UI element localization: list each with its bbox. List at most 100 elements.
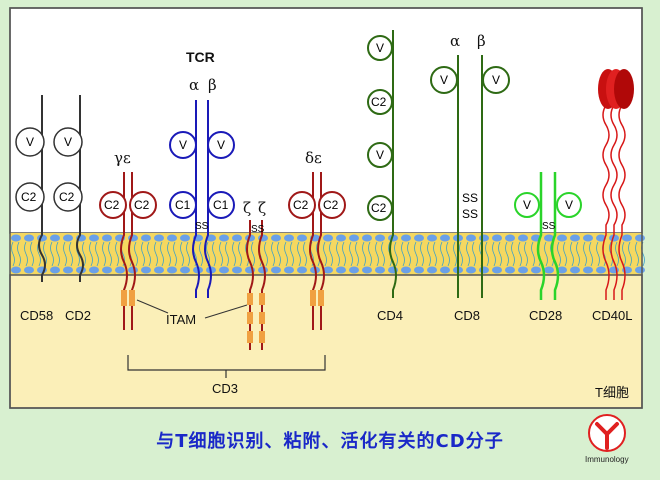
cd2-c2-label: C2 bbox=[59, 190, 75, 204]
cd28-molecule: V V SS bbox=[514, 172, 582, 300]
lipid-head bbox=[427, 234, 437, 242]
tcr-alpha-c1-domain bbox=[169, 191, 197, 219]
cd4-d4-label: C2 bbox=[371, 201, 387, 215]
lipid-head bbox=[596, 266, 606, 274]
epsilon-chain-2 bbox=[317, 172, 325, 330]
gamma-c2-label: C2 bbox=[104, 198, 120, 212]
cd2-v-domain bbox=[53, 127, 83, 157]
lipid-head bbox=[219, 266, 229, 274]
cd8-label: CD8 bbox=[454, 308, 480, 323]
lipid-head bbox=[297, 266, 307, 274]
lipid-head bbox=[583, 234, 593, 242]
lipid-head bbox=[102, 266, 112, 274]
tcr-beta-v-label: V bbox=[217, 138, 225, 152]
figure-caption: 与T细胞识别、粘附、活化有关的CD分子 bbox=[156, 431, 504, 452]
cd28-chain-2 bbox=[550, 172, 560, 300]
cd4-chain bbox=[389, 30, 397, 298]
lipid-head bbox=[479, 266, 489, 274]
lipid-head bbox=[635, 266, 645, 274]
lipid-tail bbox=[271, 241, 281, 267]
epsilon2-c2-label: C2 bbox=[323, 198, 339, 212]
lipid-tail bbox=[102, 241, 112, 267]
lipid-tail bbox=[401, 241, 411, 267]
lipid-tail bbox=[414, 241, 424, 267]
lipid-head bbox=[583, 266, 593, 274]
cd4-d4-domain bbox=[367, 195, 393, 221]
tcr-beta-c1-label: C1 bbox=[213, 198, 229, 212]
lipid-tail bbox=[336, 241, 346, 267]
cd4-d2-label: C2 bbox=[371, 95, 387, 109]
cd28-chain-1 bbox=[536, 172, 546, 300]
tcr-molecule: TCR α β V V C1 C1 SS bbox=[169, 49, 235, 298]
cd28-v-domain-2 bbox=[556, 192, 582, 218]
lipid-head bbox=[11, 266, 21, 274]
cd2-label: CD2 bbox=[65, 308, 91, 323]
lipid-head bbox=[180, 266, 190, 274]
lipid-head bbox=[349, 266, 359, 274]
lipid-head bbox=[492, 234, 502, 242]
itam-leader-line bbox=[136, 299, 169, 314]
lipid-tail bbox=[427, 241, 437, 267]
cd4-d1-label: V bbox=[376, 41, 384, 55]
lipid-head bbox=[362, 266, 372, 274]
lipid-head bbox=[232, 266, 242, 274]
cd40l-chain-1 bbox=[602, 104, 610, 300]
lipid-head bbox=[375, 266, 385, 274]
lipid-head bbox=[271, 266, 281, 274]
lipid-head bbox=[544, 266, 554, 274]
lipid-tail bbox=[232, 241, 242, 267]
cd58-label: CD58 bbox=[20, 308, 53, 323]
cd4-d3-domain bbox=[367, 142, 393, 168]
zeta-label-2: ζ bbox=[258, 199, 266, 217]
tcr-beta-label: β bbox=[208, 76, 217, 94]
epsilon-chain bbox=[128, 172, 136, 330]
itam-motif bbox=[121, 290, 127, 306]
lipid-tail bbox=[154, 241, 164, 267]
lipid-head bbox=[219, 234, 229, 242]
lipid-tail bbox=[518, 241, 528, 267]
lipid-head bbox=[466, 266, 476, 274]
cd8-beta-v-label: V bbox=[492, 73, 500, 87]
cd3-delta-epsilon: δε C2 C2 bbox=[288, 149, 346, 330]
lipid-head bbox=[622, 234, 632, 242]
lipid-head bbox=[531, 266, 541, 274]
zeta-ss-label: SS bbox=[251, 224, 265, 235]
cytoplasm-area bbox=[9, 274, 643, 409]
cd3-label: CD3 bbox=[212, 381, 238, 396]
epsilon-c2-domain bbox=[129, 191, 157, 219]
lipid-tail bbox=[180, 241, 190, 267]
delta-chain bbox=[309, 172, 317, 330]
cd58-v-domain bbox=[15, 127, 45, 157]
epsilon-c2-label: C2 bbox=[134, 198, 150, 212]
cd8-ss-label-1: SS bbox=[462, 191, 478, 205]
lipid-head bbox=[141, 234, 151, 242]
lipid-head bbox=[336, 266, 346, 274]
itam-label: ITAM bbox=[166, 312, 196, 327]
cd2-c2-domain bbox=[53, 182, 83, 212]
cd4-d1-domain bbox=[367, 35, 393, 61]
lipid-tail bbox=[284, 241, 294, 267]
lipid-head bbox=[336, 234, 346, 242]
zeta-chain-1 bbox=[246, 220, 254, 350]
itam-motif bbox=[259, 293, 265, 305]
lipid-head bbox=[505, 266, 515, 274]
cd28-ss-label: SS bbox=[542, 221, 556, 232]
lipid-tail bbox=[63, 241, 73, 267]
lipid-tail bbox=[622, 241, 632, 267]
itam-motif bbox=[247, 293, 253, 305]
lipid-tail bbox=[570, 241, 580, 267]
gamma-chain bbox=[120, 172, 128, 330]
lipid-head bbox=[167, 266, 177, 274]
cd58-v-label: V bbox=[26, 135, 34, 149]
tcr-alpha-label: α bbox=[189, 76, 199, 94]
cd58-c2-domain bbox=[15, 182, 45, 212]
cd4-molecule: V C2 V C2 bbox=[367, 30, 397, 298]
cd28-label: CD28 bbox=[529, 308, 562, 323]
lipid-head bbox=[50, 266, 60, 274]
lipid-head bbox=[180, 234, 190, 242]
lipid-head bbox=[466, 234, 476, 242]
lipid-head bbox=[596, 234, 606, 242]
lipid-tail bbox=[50, 241, 60, 267]
itam-motif bbox=[129, 290, 135, 306]
cd4-d3-label: V bbox=[376, 148, 384, 162]
